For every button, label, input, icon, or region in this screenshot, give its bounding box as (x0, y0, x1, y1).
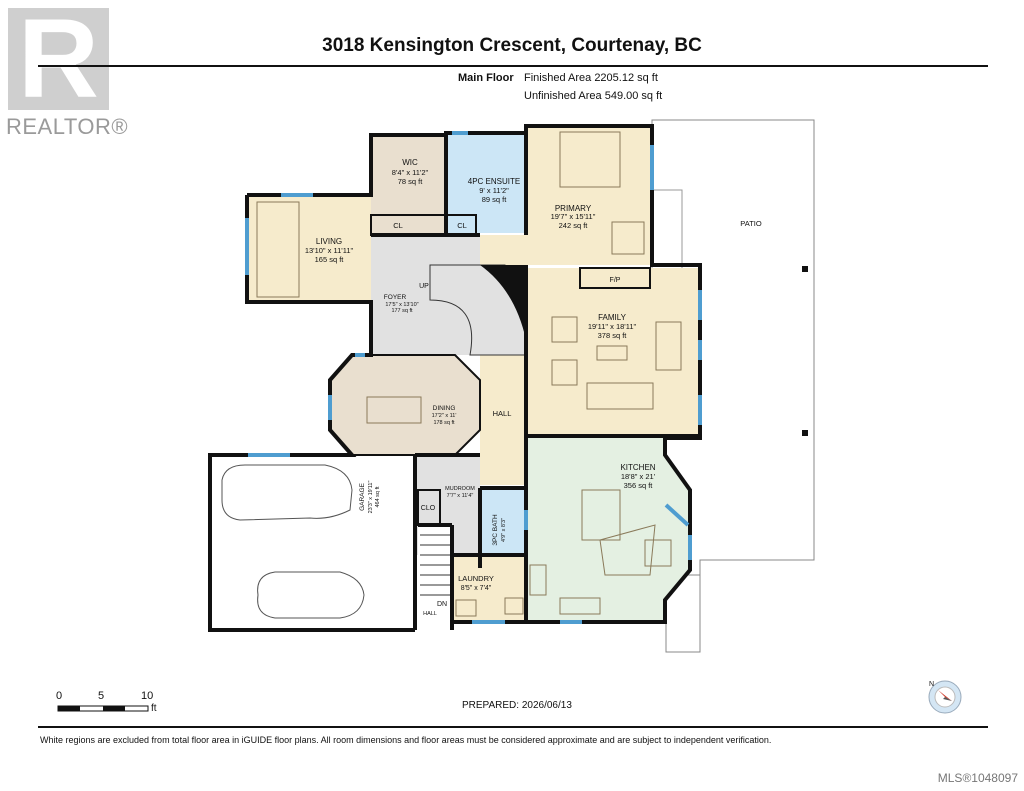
label-foyer-name: FOYER (384, 294, 407, 301)
label-garage-name: GARAGE (359, 482, 366, 510)
label-stair-down: DN (437, 601, 447, 608)
scale-10: 10 (141, 690, 154, 702)
label-living-name: LIVING (316, 237, 342, 246)
label-kitchen-dims: 18'8" x 21' (621, 472, 656, 481)
realtor-logo (8, 8, 109, 110)
page-title: 3018 Kensington Crescent, Courtenay, BC (322, 35, 702, 56)
label-fireplace: F/P (610, 277, 621, 284)
label-mudroom-dims: 7'7" x 11'4" (447, 493, 474, 499)
label-kitchen-area: 356 sq ft (624, 481, 654, 490)
label-dining-area: 178 sq ft (433, 420, 455, 426)
mls-number: MLS®1048097 (937, 771, 1018, 785)
label-hall: HALL (493, 409, 512, 418)
room-living (247, 195, 371, 302)
scale-5: 5 (98, 690, 105, 702)
label-primary-dims: 19'7" x 15'11" (551, 212, 596, 221)
compass-icon: N (928, 680, 962, 714)
room-laundry (452, 555, 526, 620)
title-rule (38, 65, 988, 67)
label-family-area: 378 sq ft (598, 331, 628, 340)
stair-wall (480, 265, 526, 340)
patio-post (802, 430, 808, 436)
label-primary-name: PRIMARY (555, 204, 592, 213)
label-hall-2: HALL (423, 611, 437, 617)
label-cl-1: CL (393, 221, 403, 230)
floor-label: Main Floor (458, 72, 514, 84)
label-primary-area: 242 sq ft (559, 221, 589, 230)
label-ensuite-area: 89 sq ft (482, 195, 508, 204)
compass-letter: N (929, 681, 934, 688)
scale-bar (57, 705, 149, 712)
furniture (256, 131, 682, 617)
patio-post (802, 266, 808, 272)
garage-cars (221, 464, 365, 619)
finished-area: Finished Area 2205.12 sq ft (524, 72, 658, 84)
label-garage-area: 464 sq ft (375, 486, 381, 508)
scale-0: 0 (56, 690, 63, 702)
unfinished-area: Unfinished Area 549.00 sq ft (524, 90, 663, 102)
label-family-name: FAMILY (598, 313, 627, 322)
label-kitchen-name: KITCHEN (620, 463, 655, 472)
label-dining-name: DINING (433, 405, 456, 412)
label-living-dims: 13'10" x 11'11" (305, 246, 354, 255)
room-ensuite (446, 133, 526, 233)
label-laundry-dims: 8'5" x 7'4" (461, 585, 492, 592)
room-garage (210, 455, 415, 630)
label-dining-dims: 17'2" x 11' (432, 413, 457, 419)
disclaimer: White regions are excluded from total fl… (40, 735, 772, 745)
label-bath3-name: 3PC BATH (492, 514, 499, 546)
room-primary (480, 126, 652, 265)
label-cl-2: CL (457, 221, 467, 230)
footer-rule (38, 726, 988, 728)
scale-unit: ft (151, 703, 157, 714)
label-ensuite-dims: 9' x 11'2" (479, 186, 509, 195)
label-patio: PATIO (740, 219, 762, 228)
label-clo: CLO (421, 505, 436, 512)
label-stair-up: UP (419, 283, 429, 290)
label-laundry-name: LAUNDRY (458, 574, 494, 583)
label-foyer-dims: 17'5" x 13'10" (385, 302, 418, 308)
stair-down (418, 525, 452, 627)
label-living-area: 165 sq ft (315, 255, 345, 264)
room-dining (330, 355, 480, 455)
label-wic-dims: 8'4" x 11'2" (392, 168, 429, 177)
realtor-logo-letter: R (18, 0, 99, 121)
label-bath3-dims: 4'9" x 8'3" (501, 518, 507, 542)
room-hall (480, 355, 526, 485)
label-garage-dims: 23'3" x 19'11" (368, 481, 374, 514)
label-wic-area: 78 sq ft (398, 177, 424, 186)
room-family (526, 268, 700, 436)
label-ensuite-name: 4PC ENSUITE (468, 177, 520, 186)
realtor-wordmark: REALTOR® (6, 114, 129, 139)
label-wic-name: WIC (402, 158, 418, 167)
label-foyer-area: 177 sq ft (391, 308, 413, 314)
stair-treads (420, 534, 450, 596)
label-mudroom-name: MUDROOM (445, 486, 475, 492)
room-kitchen (526, 438, 690, 620)
label-family-dims: 19'11" x 18'11" (588, 322, 637, 331)
windows (245, 131, 702, 624)
room-wic (371, 135, 446, 235)
prepared-date: PREPARED: 2026/06/13 (462, 700, 572, 711)
